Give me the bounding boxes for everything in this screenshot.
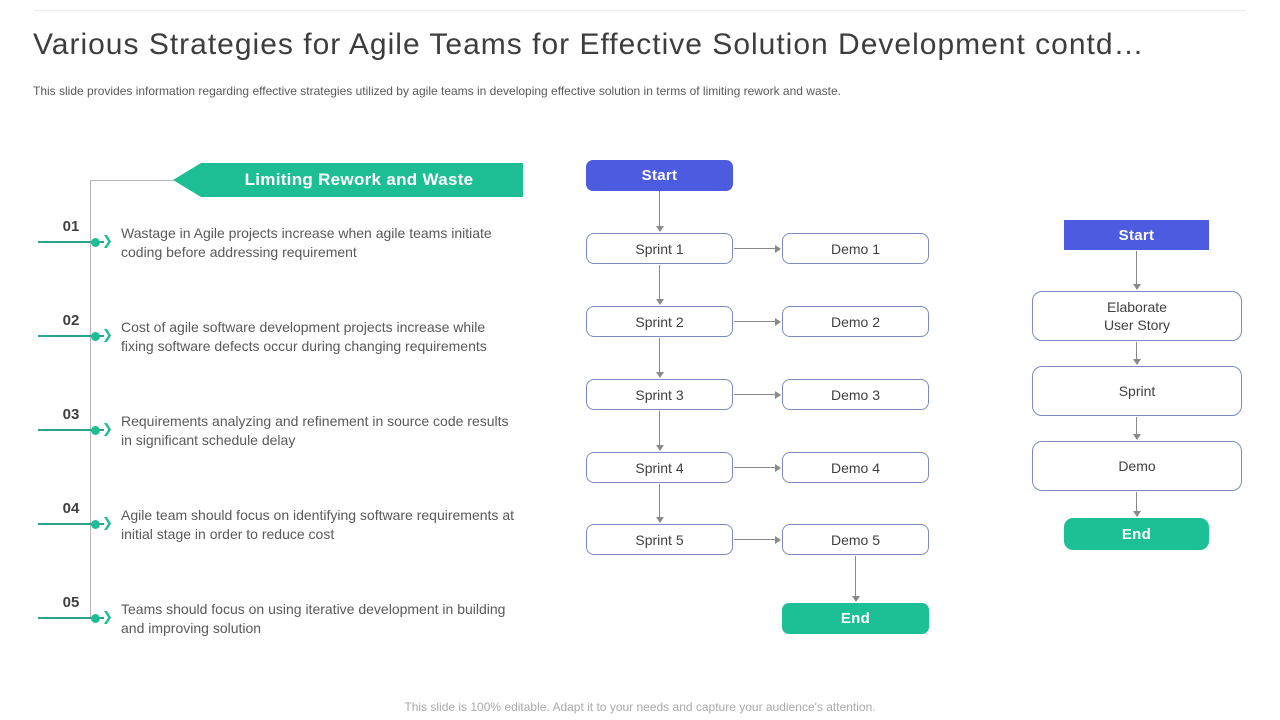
- item-text: Agile team should focus on identifying s…: [121, 507, 514, 542]
- item-text: Requirements analyzing and refinement in…: [121, 413, 509, 448]
- item-text: Teams should focus on using iterative de…: [121, 601, 506, 636]
- bullet-dot-icon: [91, 426, 100, 435]
- bullet-dot-icon: [91, 238, 100, 247]
- demo-node: Demo 3: [782, 379, 929, 410]
- chevron-right-icon: ❯: [102, 327, 113, 342]
- chevron-right-icon: ❯: [102, 421, 113, 436]
- sprint-node: Sprint 1: [586, 233, 733, 264]
- arrow-right-icon: [734, 317, 781, 326]
- chevron-right-icon: ❯: [102, 609, 113, 624]
- item-number: 05: [62, 594, 80, 611]
- item-underline: [38, 523, 104, 525]
- list-item: 03 ❯ Requirements analyzing and refineme…: [38, 401, 528, 465]
- item-underline: [38, 617, 104, 619]
- arrow-down-icon: [655, 484, 664, 523]
- banner-connector-horizontal: [90, 180, 174, 181]
- arrow-down-icon: [655, 338, 664, 378]
- footer-note: This slide is 100% editable. Adapt it to…: [404, 700, 876, 714]
- arrow-down-icon: [1132, 417, 1141, 440]
- arrow-right-icon: [734, 390, 781, 399]
- arrow-down-icon: [655, 191, 664, 232]
- list-item: 02 ❯ Cost of agile software development …: [38, 307, 528, 371]
- item-underline: [38, 429, 104, 431]
- sprint-flow-end-node: End: [782, 603, 929, 634]
- sprint-node: Sprint 5: [586, 524, 733, 555]
- item-number: 01: [62, 218, 80, 235]
- page-title: Various Strategies for Agile Teams for E…: [33, 28, 1145, 61]
- demo-node: Demo 4: [782, 452, 929, 483]
- arrow-right-icon: [734, 463, 781, 472]
- sprint-node: Sprint 2: [586, 306, 733, 337]
- arrow-down-icon: [1132, 342, 1141, 365]
- arrow-down-icon: [655, 265, 664, 305]
- overview-flow-end-node: End: [1064, 518, 1209, 550]
- demo-node: Demo 1: [782, 233, 929, 264]
- list-item: 01 ❯ Wastage in Agile projects increase …: [38, 213, 528, 277]
- arrow-down-icon: [655, 411, 664, 451]
- arrow-right-icon: [734, 244, 781, 253]
- demo-node: Demo 2: [782, 306, 929, 337]
- item-text: Cost of agile software development proje…: [121, 319, 487, 354]
- item-number: 04: [62, 500, 80, 517]
- item-number: 03: [62, 406, 80, 423]
- sprint-flow-start-node: Start: [586, 160, 733, 191]
- slide-top-border: [34, 10, 1246, 11]
- list-item: 04 ❯ Agile team should focus on identify…: [38, 495, 528, 559]
- overview-step-node: Elaborate User Story: [1032, 291, 1242, 341]
- sprint-node: Sprint 4: [586, 452, 733, 483]
- chevron-right-icon: ❯: [102, 515, 113, 530]
- arrow-down-icon: [851, 556, 860, 602]
- overview-flow-start-node: Start: [1064, 220, 1209, 250]
- sprint-node: Sprint 3: [586, 379, 733, 410]
- item-underline: [38, 241, 104, 243]
- arrow-down-icon: [1132, 492, 1141, 517]
- chevron-right-icon: ❯: [102, 233, 113, 248]
- bullet-dot-icon: [91, 520, 100, 529]
- list-item: 05 ❯ Teams should focus on using iterati…: [38, 589, 528, 653]
- banner-connector-vertical: [90, 180, 91, 618]
- section-banner-label: Limiting Rework and Waste: [244, 170, 474, 189]
- overview-step-node: Demo: [1032, 441, 1242, 491]
- bullet-dot-icon: [91, 332, 100, 341]
- item-underline: [38, 335, 104, 337]
- arrow-right-icon: [734, 535, 781, 544]
- page-subtitle: This slide provides information regardin…: [33, 84, 841, 98]
- section-banner: Limiting Rework and Waste: [173, 163, 523, 197]
- overview-step-node: Sprint: [1032, 366, 1242, 416]
- arrow-down-icon: [1132, 251, 1141, 290]
- bullet-dot-icon: [91, 614, 100, 623]
- item-number: 02: [62, 312, 80, 329]
- demo-node: Demo 5: [782, 524, 929, 555]
- item-text: Wastage in Agile projects increase when …: [121, 225, 492, 260]
